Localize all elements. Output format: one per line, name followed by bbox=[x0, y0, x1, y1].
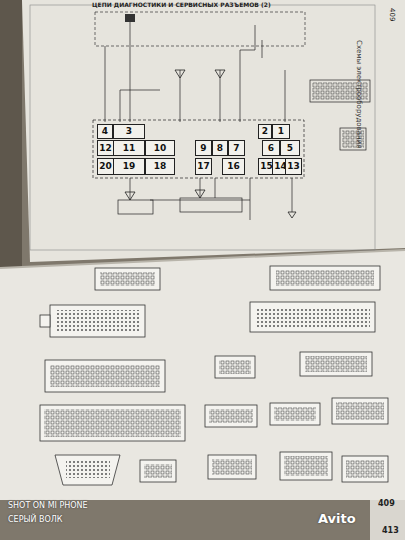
pin-cell: 19 bbox=[113, 158, 145, 175]
pin-cell: 3 bbox=[113, 124, 145, 139]
watermark: Avito bbox=[318, 512, 356, 526]
watermark: СЕРЫЙ ВОЛК bbox=[8, 516, 63, 525]
page-number: 413 bbox=[382, 527, 399, 536]
book-edge bbox=[0, 0, 22, 270]
pin-number: 16 bbox=[227, 162, 240, 171]
pin-cell: 5 bbox=[280, 140, 300, 156]
diagram-title: ЦЕПИ ДИАГНОСТИКИ И СЕРВИСНЫХ РАЗЪЕМОВ (2… bbox=[92, 2, 271, 9]
pin-number: 4 bbox=[102, 127, 108, 136]
pin-cell: 1 bbox=[272, 124, 290, 139]
pin-cell: 16 bbox=[222, 158, 245, 175]
pin-cell: 18 bbox=[145, 158, 175, 175]
pin-number: 3 bbox=[126, 127, 132, 136]
pin-number: 10 bbox=[154, 144, 167, 153]
pin-cell: 20 bbox=[97, 158, 114, 175]
page-number: 409 bbox=[387, 8, 395, 21]
pin-number: 20 bbox=[99, 162, 112, 171]
pin-number: 12 bbox=[99, 144, 112, 153]
pin-number: 13 bbox=[287, 162, 300, 171]
pin-number: 18 bbox=[154, 162, 167, 171]
pin-cell: 6 bbox=[262, 140, 280, 156]
top-page bbox=[22, 0, 405, 262]
section-title: Схемы электрооборудования bbox=[354, 40, 362, 148]
pin-number: 11 bbox=[123, 144, 136, 153]
pin-cell: 13 bbox=[285, 158, 302, 175]
pin-cell: 17 bbox=[195, 158, 212, 175]
pin-number: 15 bbox=[260, 162, 273, 171]
pin-number: 8 bbox=[217, 144, 223, 153]
page-number: 409 bbox=[378, 500, 395, 509]
pin-cell: 7 bbox=[228, 140, 245, 156]
pin-number: 2 bbox=[262, 127, 268, 136]
pin-cell: 4 bbox=[97, 124, 113, 139]
pin-number: 1 bbox=[278, 127, 284, 136]
bottom-page bbox=[0, 250, 405, 500]
pin-number: 6 bbox=[268, 144, 274, 153]
pin-number: 19 bbox=[123, 162, 136, 171]
pin-cell: 9 bbox=[195, 140, 212, 156]
pin-cell: 11 bbox=[113, 140, 145, 156]
watermark: SHOT ON MI PHONE bbox=[8, 502, 88, 511]
pin-number: 5 bbox=[287, 144, 293, 153]
pin-cell: 2 bbox=[258, 124, 272, 139]
pin-cell: 10 bbox=[145, 140, 175, 156]
pin-cell: 12 bbox=[97, 140, 114, 156]
pin-number: 7 bbox=[233, 144, 239, 153]
pin-cell: 8 bbox=[212, 140, 228, 156]
pin-number: 17 bbox=[197, 162, 210, 171]
pin-number: 9 bbox=[200, 144, 206, 153]
